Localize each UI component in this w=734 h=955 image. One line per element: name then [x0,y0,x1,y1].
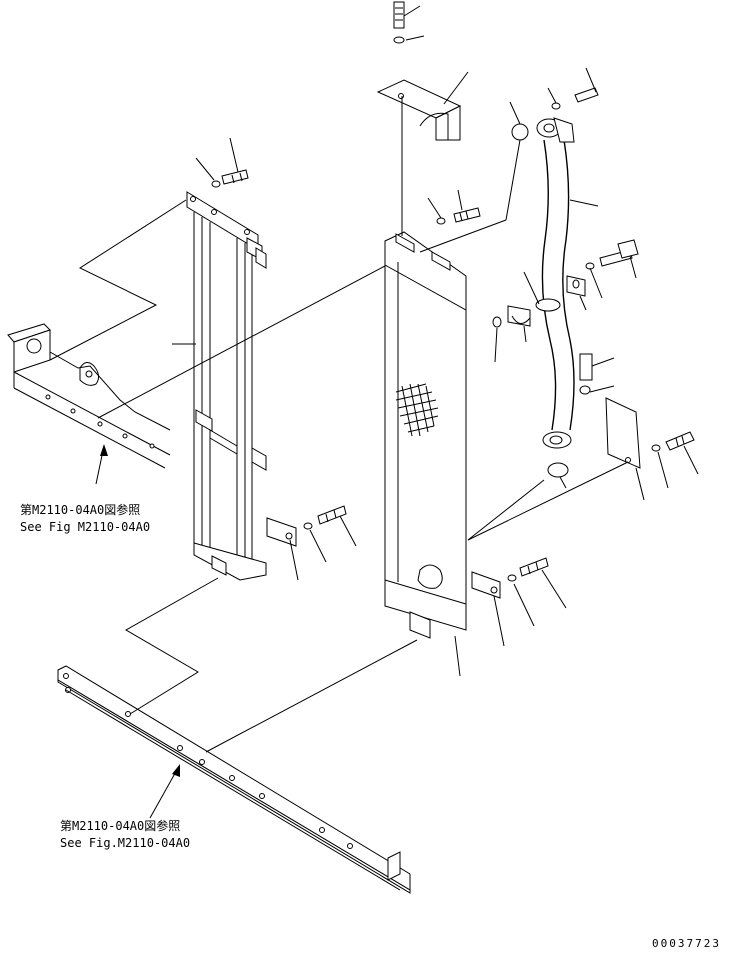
lower-right-plate [471,557,567,647]
ref-label-lower-en: See Fig.M2110-04A0 [60,836,190,850]
hose-clamps [492,239,639,395]
core-top-bolt [427,189,481,225]
ref-label-lower-jp: 第M2110-04A0図参照 [60,818,180,833]
assembly-lines [49,199,545,753]
left-support-frame [186,191,267,581]
lower-mounting-rail [57,665,411,894]
hose-assembly [419,67,599,449]
core-mesh [395,383,439,437]
ref-label-upper-en: See Fig M2110-04A0 [20,520,150,534]
ref-label-upper-jp: 第M2110-04A0図参照 [20,502,140,517]
oil-cooler-core [384,231,467,639]
core-bottom-leader [454,635,461,677]
left-frame-leaders [172,137,249,345]
left-mounting-arm [7,323,171,469]
right-side-plate [467,397,699,541]
top-bracket-assembly [376,1,469,236]
reference-arrows [95,444,180,819]
document-number: 00037723 [652,937,721,950]
lower-left-plate [266,505,357,581]
